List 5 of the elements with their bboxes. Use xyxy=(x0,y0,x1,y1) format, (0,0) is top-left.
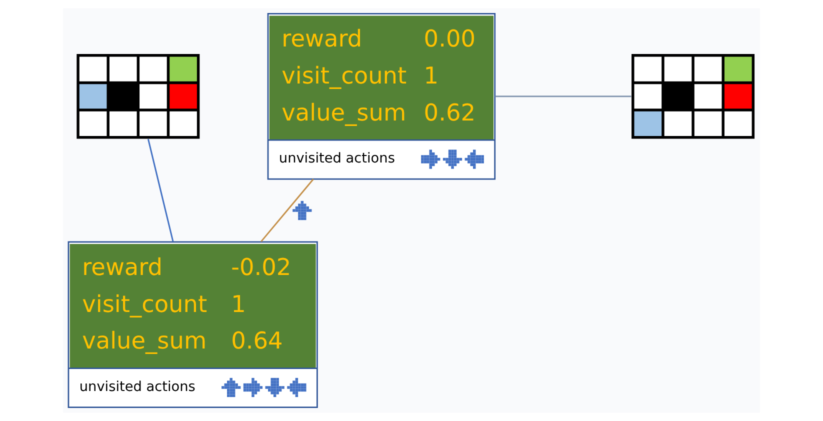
connector xyxy=(495,96,632,98)
connector xyxy=(147,138,174,242)
node-picture xyxy=(632,54,755,139)
node-picture xyxy=(76,54,200,139)
connector xyxy=(260,178,314,242)
